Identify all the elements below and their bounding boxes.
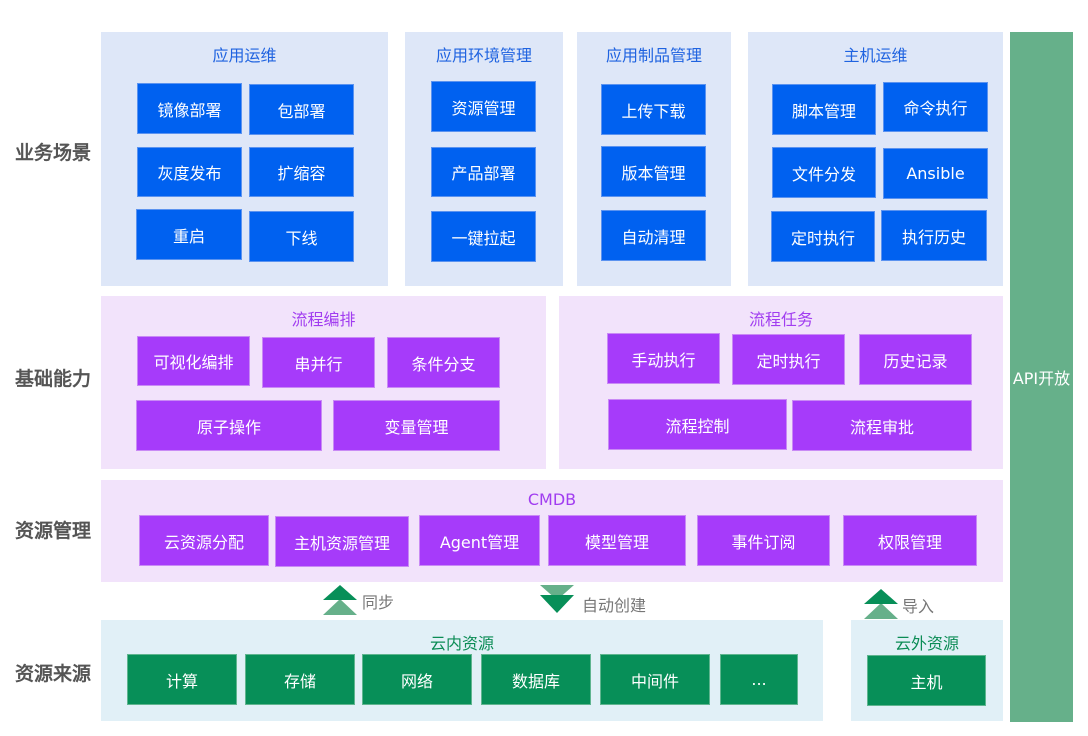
box-serial-parallel: 串并行: [262, 337, 375, 388]
api-open-bar: API开放: [1010, 32, 1073, 722]
box-variable-mgmt: 变量管理: [333, 400, 500, 451]
sync-label: 同步: [362, 593, 395, 612]
box-history-record: 历史记录: [859, 334, 972, 385]
import-label: 导入: [902, 597, 935, 616]
box-auto-clean: 自动清理: [601, 210, 706, 261]
label-resource-source: 资源来源: [14, 663, 91, 685]
box-visual-orchestration: 可视化编排: [137, 336, 250, 386]
box-exec-history: 执行历史: [881, 210, 987, 261]
box-package-deploy: 包部署: [249, 84, 354, 135]
box-upload-download: 上传下载: [601, 84, 706, 135]
label-foundation-capabilities: 基础能力: [14, 368, 91, 390]
box-cloud-alloc: 云资源分配: [139, 515, 269, 566]
panel-title: CMDB: [527, 490, 577, 509]
panel-title: 应用运维: [212, 46, 277, 65]
box-manual-exec: 手动执行: [607, 333, 720, 384]
box-scheduled-exec: 定时执行: [732, 334, 845, 385]
label-resource-management: 资源管理: [14, 520, 91, 542]
box-scale: 扩缩容: [249, 147, 354, 197]
arrow-up-icon: [864, 589, 898, 619]
box-model-mgmt: 模型管理: [548, 515, 686, 566]
box-more: ...: [720, 654, 798, 705]
box-network: 网络: [362, 654, 472, 705]
panel-title: 云内资源: [429, 634, 494, 653]
box-file-dist: 文件分发: [772, 147, 876, 198]
arrow-down-icon: [540, 585, 574, 613]
panel-title: 应用制品管理: [605, 46, 702, 65]
box-script-mgmt: 脚本管理: [772, 84, 876, 135]
box-command-exec: 命令执行: [883, 82, 988, 132]
box-scheduled-exec: 定时执行: [771, 211, 875, 262]
arrow-up-icon: [323, 585, 357, 615]
box-image-deploy: 镜像部署: [137, 83, 242, 134]
box-ansible: Ansible: [883, 148, 988, 199]
box-middleware: 中间件: [600, 654, 710, 705]
panel-title: 流程编排: [291, 310, 356, 329]
box-condition-branch: 条件分支: [387, 337, 500, 388]
box-flow-approval: 流程审批: [792, 400, 972, 451]
box-resource-mgmt: 资源管理: [431, 81, 536, 132]
box-compute: 计算: [127, 654, 237, 705]
box-host: 主机: [867, 655, 986, 706]
box-flow-control: 流程控制: [608, 399, 787, 450]
box-gray-release: 灰度发布: [137, 147, 242, 197]
label-business-scenarios: 业务场景: [14, 142, 91, 164]
panel-title: 应用环境管理: [435, 46, 532, 65]
box-host-resource: 主机资源管理: [275, 516, 409, 567]
box-restart: 重启: [136, 209, 242, 260]
box-agent-mgmt: Agent管理: [419, 515, 540, 566]
box-event-subscribe: 事件订阅: [697, 515, 830, 566]
box-version-mgmt: 版本管理: [601, 146, 706, 197]
panel-title: 主机运维: [843, 46, 908, 65]
box-storage: 存储: [245, 654, 355, 705]
api-label: API开放: [1012, 369, 1071, 388]
box-one-click: 一键拉起: [431, 211, 536, 262]
auto-create-label: 自动创建: [582, 596, 647, 615]
panel-title: 云外资源: [894, 634, 959, 653]
box-offline: 下线: [249, 211, 354, 262]
box-atomic-op: 原子操作: [136, 400, 322, 451]
box-product-deploy: 产品部署: [431, 147, 536, 197]
panel-title: 流程任务: [748, 310, 813, 329]
box-database: 数据库: [481, 654, 591, 705]
box-permission-mgmt: 权限管理: [843, 515, 977, 566]
